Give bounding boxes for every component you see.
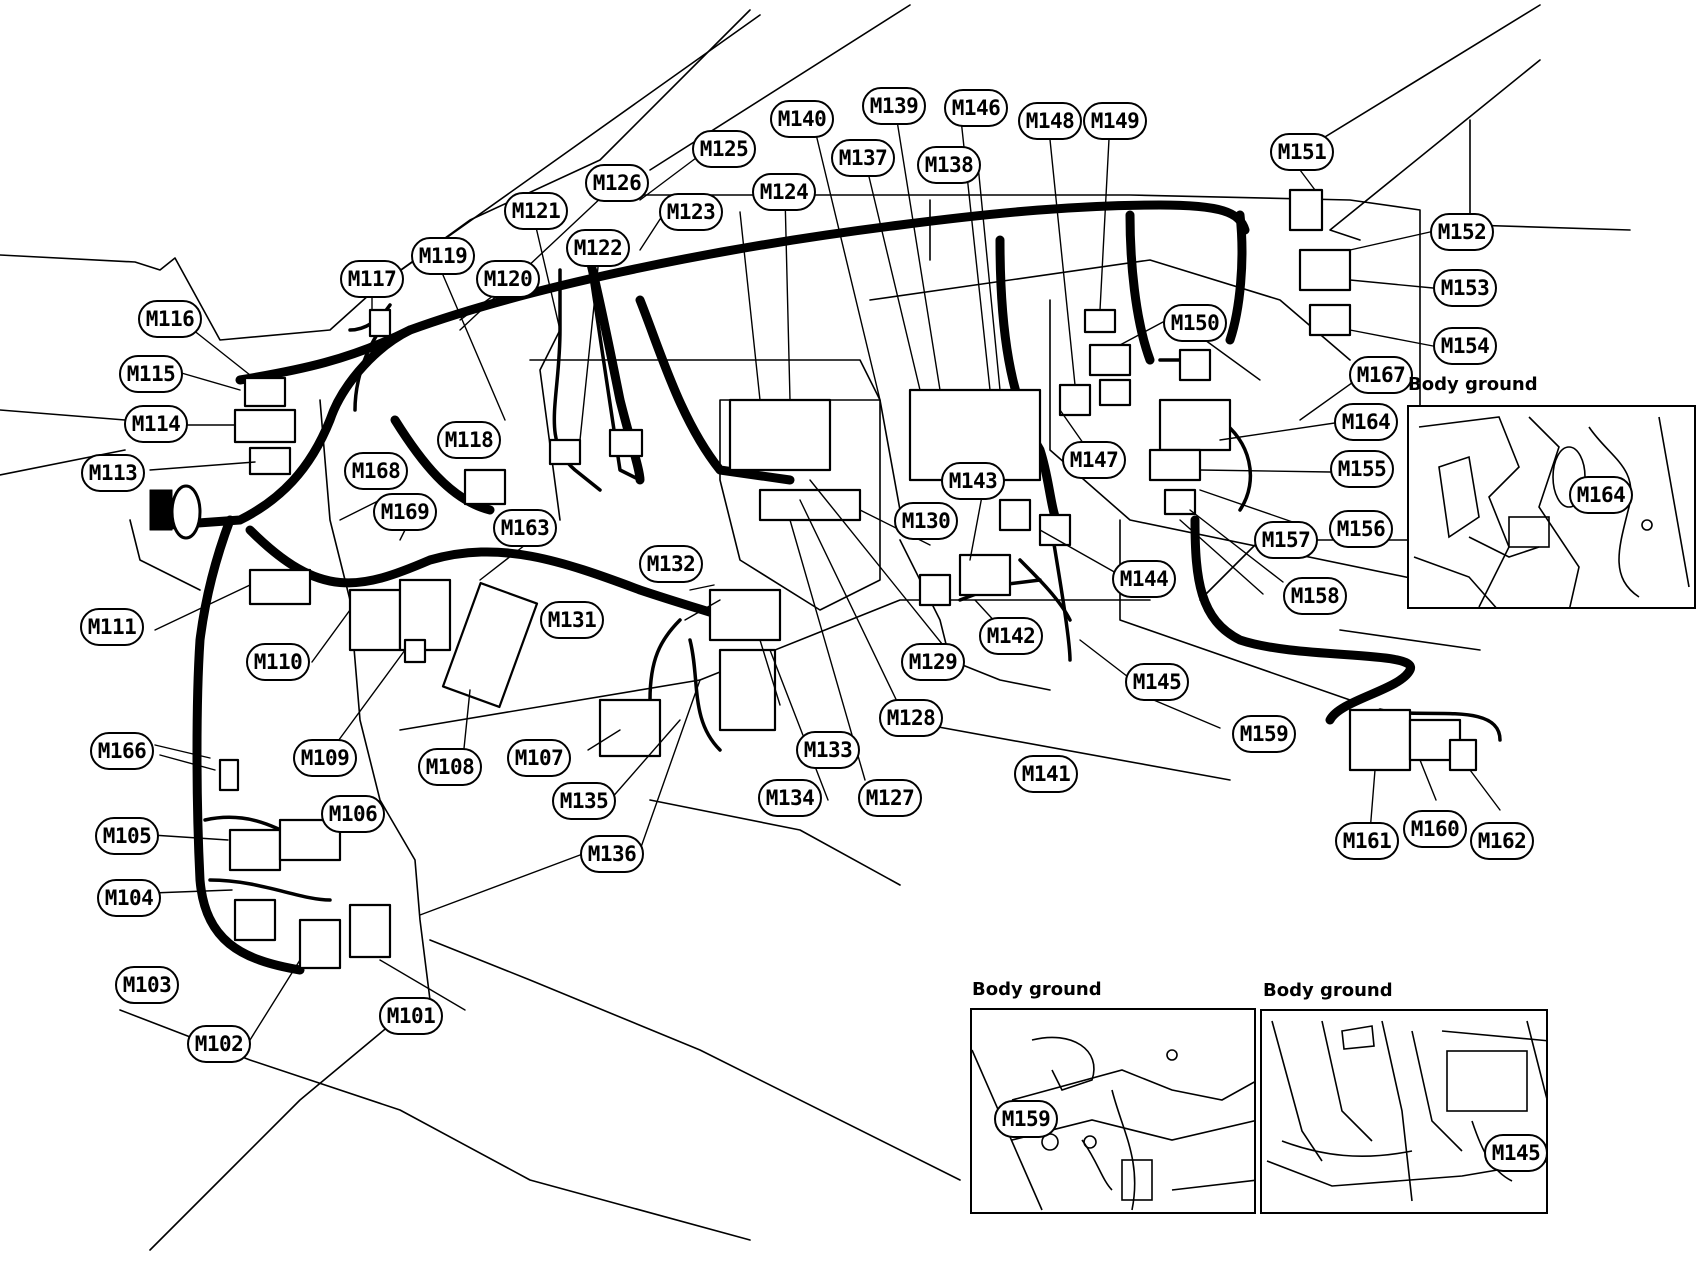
label-m125: M125: [692, 130, 756, 168]
label-m158: M158: [1283, 577, 1347, 615]
label-m123: M123: [659, 193, 723, 231]
inset-label-m159: M159: [994, 1100, 1058, 1138]
label-m149: M149: [1083, 102, 1147, 140]
label-m151: M151: [1270, 133, 1334, 171]
label-m148: M148: [1018, 102, 1082, 140]
label-m128: M128: [879, 699, 943, 737]
label-m104: M104: [97, 879, 161, 917]
label-m146: M146: [944, 89, 1008, 127]
label-m154: M154: [1433, 327, 1497, 365]
label-m169: M169: [373, 493, 437, 531]
label-m124: M124: [752, 173, 816, 211]
label-m117: M117: [340, 260, 404, 298]
inset-bottom-right-art: [1266, 1020, 1546, 1202]
label-m159: M159: [1232, 715, 1296, 753]
label-m108: M108: [418, 748, 482, 786]
label-m101: M101: [379, 997, 443, 1035]
leader-lines: [149, 107, 1501, 1041]
label-m147: M147: [1062, 441, 1126, 479]
label-m156: M156: [1329, 510, 1393, 548]
label-m160: M160: [1403, 810, 1467, 848]
label-m144: M144: [1112, 560, 1176, 598]
inset-caption-top-right: Body ground: [1408, 374, 1538, 395]
inset-bottom-left: M159: [970, 1008, 1256, 1214]
label-m106: M106: [321, 795, 385, 833]
label-m140: M140: [770, 100, 834, 138]
label-m122: M122: [566, 229, 630, 267]
label-m119: M119: [411, 237, 475, 275]
label-m161: M161: [1335, 822, 1399, 860]
label-m130: M130: [894, 502, 958, 540]
main-harness-trunk: [165, 200, 1415, 975]
inset-label-m164: M164: [1569, 476, 1633, 514]
label-m138: M138: [917, 146, 981, 184]
label-m116: M116: [138, 300, 202, 338]
label-m126: M126: [585, 164, 649, 202]
label-m163: M163: [493, 509, 557, 547]
label-m137: M137: [831, 139, 895, 177]
connector-blocks: [218, 188, 1478, 970]
inset-label-m145: M145: [1484, 1134, 1546, 1172]
label-m135: M135: [552, 782, 616, 820]
inset-top-right-art: [1413, 416, 1690, 607]
inset-caption-bottom-left: Body ground: [972, 979, 1102, 1000]
label-m134: M134: [758, 779, 822, 817]
label-m115: M115: [119, 355, 183, 393]
label-m157: M157: [1254, 521, 1318, 559]
label-m110: M110: [246, 643, 310, 681]
label-m114: M114: [124, 405, 188, 443]
inset-bottom-right: M145: [1260, 1009, 1548, 1214]
label-m127: M127: [858, 779, 922, 817]
branch-wires: [203, 268, 1502, 902]
label-m164: M164: [1334, 403, 1398, 441]
label-m131: M131: [540, 601, 604, 639]
label-m136: M136: [580, 835, 644, 873]
label-m142: M142: [979, 617, 1043, 655]
label-m150: M150: [1163, 304, 1227, 342]
label-m153: M153: [1433, 269, 1497, 307]
label-m155: M155: [1330, 450, 1394, 488]
label-m105: M105: [95, 817, 159, 855]
label-m102: M102: [187, 1025, 251, 1063]
label-m103: M103: [115, 966, 179, 1004]
label-m118: M118: [437, 421, 501, 459]
inset-caption-bottom-right: Body ground: [1263, 980, 1393, 1001]
label-m166: M166: [90, 732, 154, 770]
firewall-grommet: [149, 484, 202, 540]
label-m139: M139: [862, 87, 926, 125]
label-m133: M133: [796, 731, 860, 769]
label-m167: M167: [1349, 356, 1413, 394]
label-m109: M109: [293, 739, 357, 777]
label-m120: M120: [476, 260, 540, 298]
label-m152: M152: [1430, 213, 1494, 251]
label-m168: M168: [344, 452, 408, 490]
label-m111: M111: [80, 608, 144, 646]
inset-top-right: M164: [1407, 405, 1696, 609]
label-m132: M132: [639, 545, 703, 583]
label-m145: M145: [1125, 663, 1189, 701]
label-m113: M113: [81, 454, 145, 492]
label-m162: M162: [1470, 822, 1534, 860]
label-m141: M141: [1014, 755, 1078, 793]
label-m107: M107: [507, 739, 571, 777]
label-m121: M121: [504, 192, 568, 230]
label-m129: M129: [901, 643, 965, 681]
label-m143: M143: [941, 462, 1005, 500]
